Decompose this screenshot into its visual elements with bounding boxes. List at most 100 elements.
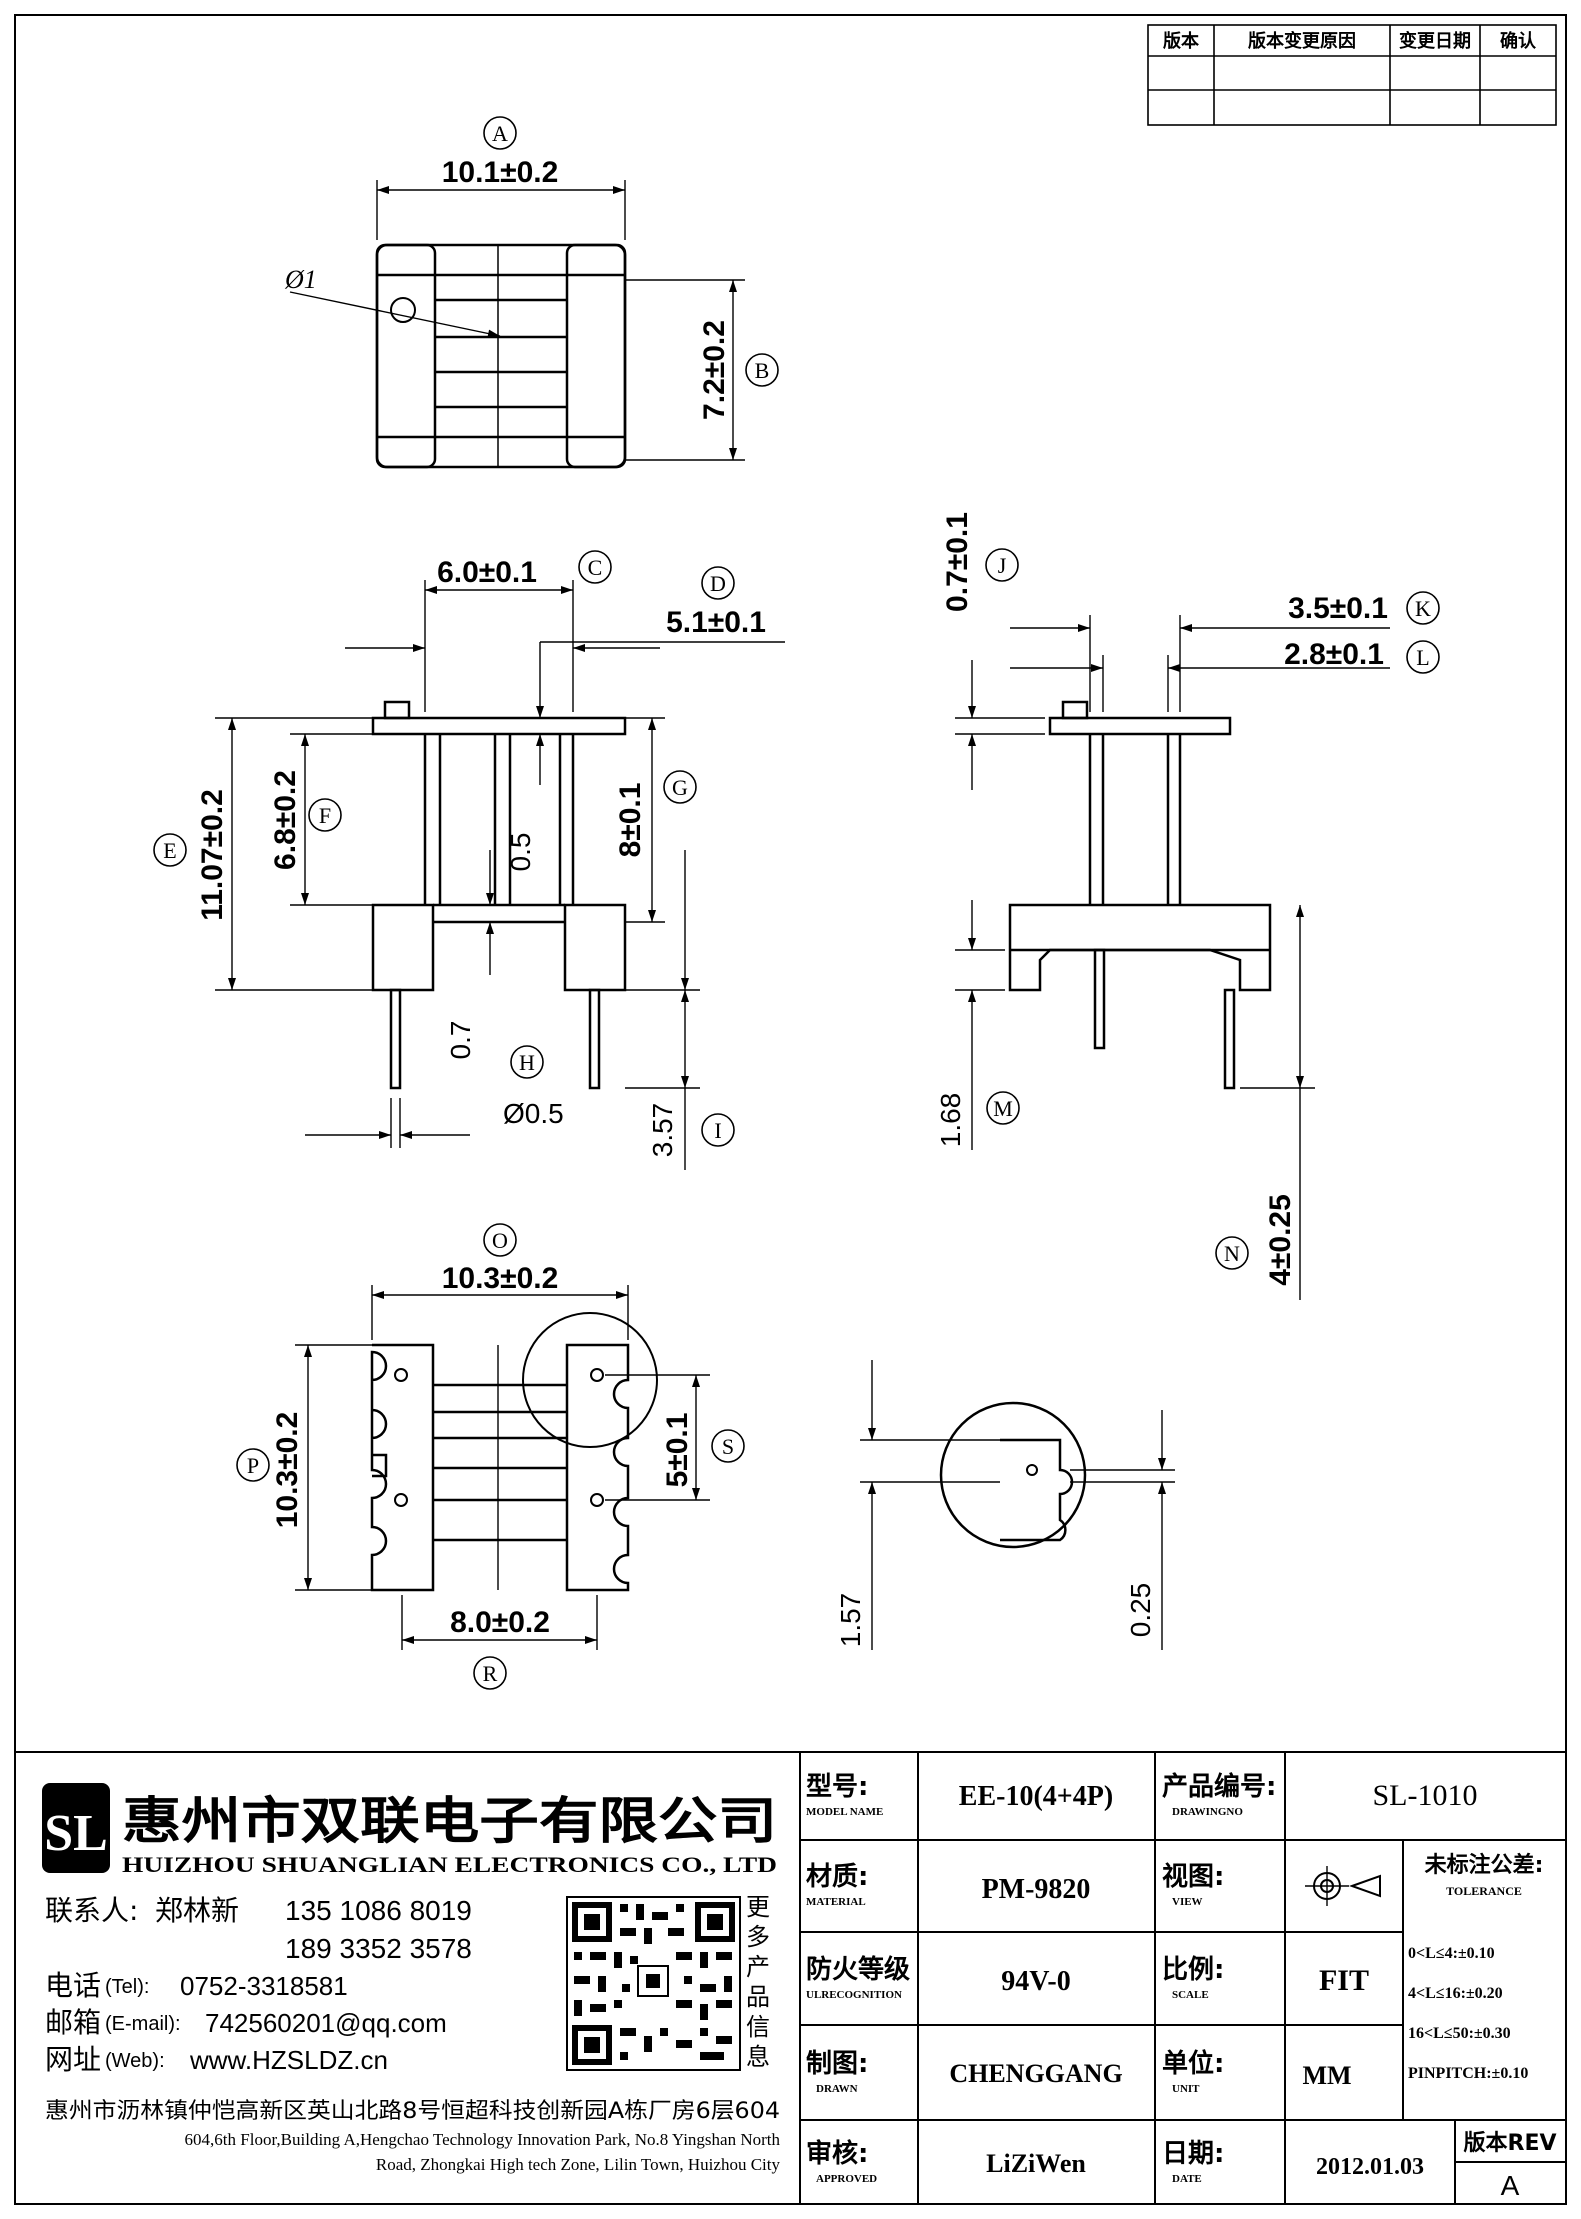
- qr-caption-6: 息: [746, 2043, 770, 2071]
- projection-symbol-icon: [1305, 1866, 1381, 1906]
- dim-c-letter: C: [588, 555, 603, 580]
- dim-g-letter: G: [672, 775, 688, 800]
- company-logo: SL: [42, 1783, 110, 1873]
- dim-d-value: 5.1±0.1: [666, 606, 766, 639]
- dim-f-letter: F: [319, 803, 331, 828]
- view-sub: VIEW: [1172, 1896, 1203, 1908]
- drawn-label: 制图:: [806, 2049, 868, 2079]
- email-value: 742560201@qq.com: [205, 2008, 447, 2038]
- dim-p-value: 10.3±0.2: [271, 1412, 304, 1529]
- contact-phone-1: 135 1086 8019: [285, 1895, 472, 1926]
- qr-caption-5: 信: [746, 2013, 770, 2041]
- contact-phone-2: 189 3352 3578: [285, 1933, 472, 1964]
- dim-c-value: 6.0±0.1: [437, 556, 537, 589]
- company-name-cn: 惠州市双联电子有限公司: [122, 1792, 777, 1850]
- tel-label: 电话: [45, 1969, 101, 2002]
- dim-a-value: 10.1±0.2: [442, 156, 559, 189]
- web-label: 网址: [45, 2043, 101, 2076]
- drawn-value: CHENGGANG: [949, 2059, 1122, 2088]
- dim-s-letter: S: [722, 1434, 734, 1459]
- tolerance-label: 未标注公差:: [1425, 1852, 1544, 1878]
- dim-j-letter: J: [998, 553, 1007, 578]
- tel-tag: (Tel):: [105, 1976, 149, 1998]
- dim-b-letter: B: [755, 358, 770, 383]
- detail-view: [939, 1401, 1087, 1549]
- dim-i-value: 3.57: [647, 1103, 678, 1158]
- fire-sub: ULRECOGNITION: [806, 1989, 902, 2001]
- hole-diameter-label: Ø1: [284, 265, 317, 294]
- contact-name: 郑林新: [155, 1894, 239, 1927]
- bottom-view: [370, 1312, 658, 1592]
- date-label: 日期:: [1162, 2139, 1224, 2169]
- scale-sub: SCALE: [1172, 1989, 1209, 2001]
- drawing-sub: DRAWINGNO: [1172, 1806, 1243, 1818]
- address-en-1: 604,6th Floor,Building A,Hengchao Techno…: [185, 2130, 781, 2149]
- qr-caption-3: 产: [746, 1953, 770, 1981]
- dim-m-value: 1.68: [935, 1093, 966, 1148]
- model-label: 型号:: [806, 1772, 868, 1802]
- rev-header-date: 变更日期: [1399, 30, 1471, 52]
- web-tag: (Web):: [105, 2050, 165, 2072]
- drawing-label: 产品编号:: [1162, 1771, 1276, 1802]
- sheet-border: [14, 14, 1567, 2205]
- dim-h-letter: H: [519, 1050, 535, 1075]
- scale-value: FIT: [1319, 1964, 1369, 1997]
- dim-e-letter: E: [163, 838, 176, 863]
- pin-diameter-label: Ø0.5: [503, 1098, 564, 1129]
- material-sub: MATERIAL: [806, 1896, 866, 1908]
- dim-o-value: 10.3±0.2: [442, 1262, 559, 1295]
- qr-caption-4: 品: [746, 1983, 770, 2011]
- model-sub: MODEL NAME: [806, 1806, 883, 1818]
- date-sub: DATE: [1172, 2173, 1202, 2185]
- detail-dim-1: 1.57: [835, 1593, 866, 1648]
- fire-value: 94V-0: [1001, 1966, 1070, 1997]
- tolerance-line-3: 16<L≤50:±0.30: [1408, 2025, 1511, 2042]
- view-label: 视图:: [1162, 1862, 1224, 1892]
- web-value: www.HZSLDZ.cn: [189, 2045, 388, 2075]
- dim-g-value: 8±0.1: [614, 783, 647, 858]
- dim-l-value: 2.8±0.1: [1284, 638, 1384, 671]
- rev-value: A: [1501, 2170, 1520, 2201]
- dim-o-letter: O: [492, 1228, 508, 1253]
- top-view: [375, 243, 627, 469]
- qr-code: [566, 1896, 741, 2071]
- unit-sub: UNIT: [1172, 2083, 1200, 2095]
- dim-l-letter: L: [1416, 645, 1429, 670]
- drawing-value: SL-1010: [1373, 1779, 1478, 1812]
- dim-r-value: 8.0±0.2: [450, 1606, 550, 1639]
- tolerance-line-2: 4<L≤16:±0.20: [1408, 1985, 1503, 2002]
- tolerance-sub: TOLERANCE: [1446, 1884, 1522, 1898]
- address-en-2: Road, Zhongkai High tech Zone, Lilin Tow…: [376, 2155, 781, 2174]
- unit-value: MM: [1302, 2061, 1351, 2090]
- side-view: [1008, 700, 1272, 1090]
- address-cn: 惠州市沥林镇仲恺高新区英山北路8号恒超科技创新园A栋厂房6层604: [45, 2099, 780, 2124]
- dim-e-value: 11.07±0.2: [196, 789, 229, 921]
- dim-m-letter: M: [993, 1096, 1013, 1121]
- drawn-sub: DRAWN: [816, 2083, 858, 2095]
- dim-h-value: 0.7: [445, 1021, 476, 1060]
- rev-header-confirm: 确认: [1500, 30, 1537, 52]
- front-view: [371, 700, 627, 1090]
- qr-caption-1: 更: [746, 1893, 770, 1921]
- rev-header-version: 版本: [1163, 30, 1199, 52]
- dim-n-letter: N: [1224, 1241, 1240, 1266]
- dim-p-letter: P: [247, 1453, 259, 1478]
- approved-label: 审核:: [806, 2138, 868, 2169]
- gap-label: 0.5: [505, 833, 536, 872]
- material-label: 材质:: [806, 1862, 868, 1892]
- tel-value: 0752-3318581: [180, 1971, 348, 2001]
- fire-label: 防火等级: [806, 1954, 910, 1985]
- scale-label: 比例:: [1162, 1955, 1224, 1985]
- dim-b-value: 7.2±0.2: [698, 320, 731, 420]
- dim-k-letter: K: [1415, 596, 1431, 621]
- material-value: PM-9820: [982, 1874, 1091, 1905]
- dim-j-value: 0.7±0.1: [941, 512, 974, 612]
- tolerance-line-1: 0<L≤4:±0.10: [1408, 1945, 1495, 1962]
- company-name-en: HUIZHOU SHUANGLIAN ELECTRONICS CO., LTD: [122, 1852, 777, 1877]
- approved-value: LiZiWen: [986, 2149, 1086, 2178]
- mail-label: 邮箱: [45, 2006, 101, 2039]
- model-value: EE-10(4+4P): [959, 1781, 1113, 1812]
- mail-tag: (E-mail):: [105, 2013, 181, 2035]
- dim-s-value: 5±0.1: [661, 1413, 694, 1488]
